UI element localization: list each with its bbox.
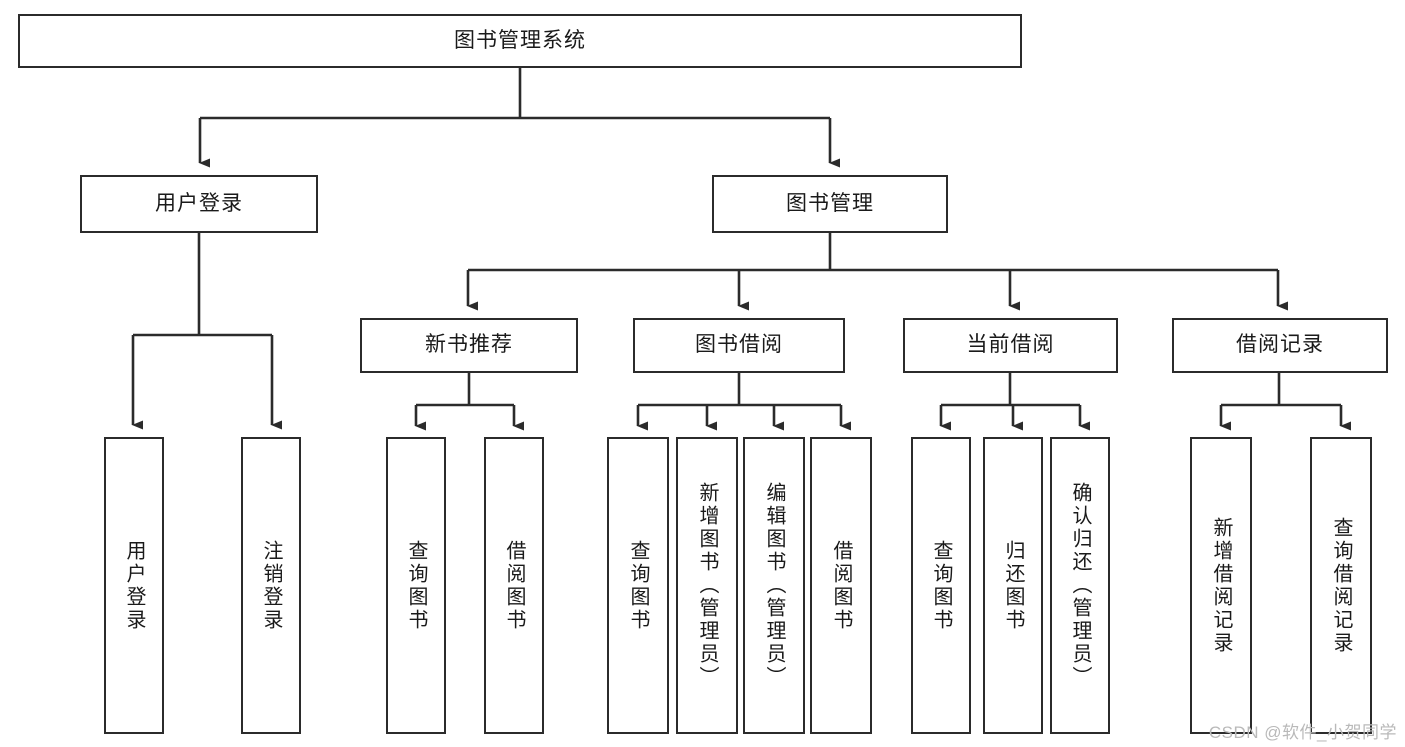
node-root-label: 图书管理系统	[454, 28, 586, 52]
node-current-borrow-label: 当前借阅	[966, 333, 1055, 357]
node-book-borrow[interactable]: 图书借阅	[633, 318, 845, 373]
leaf-return-books-label: 归还图书	[1002, 539, 1024, 632]
node-new-book-recommend-label: 新书推荐	[425, 333, 513, 357]
leaf-user-login-label: 用户登录	[123, 539, 145, 632]
leaf-add-borrow-record[interactable]: 新增借阅记录	[1190, 437, 1252, 734]
node-book-management[interactable]: 图书管理	[712, 175, 948, 233]
leaf-borrow-books-recommend[interactable]: 借阅图书	[484, 437, 544, 734]
leaf-query-borrow-record[interactable]: 查询借阅记录	[1310, 437, 1372, 734]
leaf-add-borrow-record-label: 新增借阅记录	[1210, 516, 1232, 655]
node-user-login[interactable]: 用户登录	[80, 175, 318, 233]
leaf-borrow-books[interactable]: 借阅图书	[810, 437, 872, 734]
leaf-confirm-return-admin-label: 确认归还（管理员）	[1069, 482, 1091, 689]
leaf-borrow-books-label: 借阅图书	[830, 539, 852, 632]
leaf-add-book-admin-label: 新增图书（管理员）	[696, 482, 718, 689]
leaf-borrow-books-recommend-label: 借阅图书	[503, 539, 525, 632]
node-book-management-label: 图书管理	[786, 191, 874, 215]
leaf-query-borrow-record-label: 查询借阅记录	[1330, 516, 1352, 655]
leaf-edit-book-admin[interactable]: 编辑图书（管理员）	[743, 437, 805, 734]
leaf-query-books-recommend-label: 查询图书	[405, 539, 427, 632]
node-borrow-records-label: 借阅记录	[1236, 333, 1324, 357]
node-user-login-label: 用户登录	[155, 191, 243, 215]
node-borrow-records[interactable]: 借阅记录	[1172, 318, 1388, 373]
watermark: CSDN @软件_小贺同学	[1208, 723, 1397, 742]
leaf-return-books[interactable]: 归还图书	[983, 437, 1043, 734]
leaf-edit-book-admin-label: 编辑图书（管理员）	[763, 482, 785, 689]
node-current-borrow[interactable]: 当前借阅	[903, 318, 1118, 373]
leaf-logout-label: 注销登录	[260, 539, 282, 632]
node-root[interactable]: 图书管理系统	[18, 14, 1022, 68]
leaf-confirm-return-admin[interactable]: 确认归还（管理员）	[1050, 437, 1110, 734]
leaf-query-books-borrow[interactable]: 查询图书	[607, 437, 669, 734]
leaf-add-book-admin[interactable]: 新增图书（管理员）	[676, 437, 738, 734]
leaf-query-books-current-label: 查询图书	[930, 539, 952, 632]
node-book-borrow-label: 图书借阅	[695, 333, 783, 357]
leaf-query-books-recommend[interactable]: 查询图书	[386, 437, 446, 734]
leaf-query-books-current[interactable]: 查询图书	[911, 437, 971, 734]
leaf-logout[interactable]: 注销登录	[241, 437, 301, 734]
leaf-query-books-borrow-label: 查询图书	[627, 539, 649, 632]
node-new-book-recommend[interactable]: 新书推荐	[360, 318, 578, 373]
leaf-user-login[interactable]: 用户登录	[104, 437, 164, 734]
